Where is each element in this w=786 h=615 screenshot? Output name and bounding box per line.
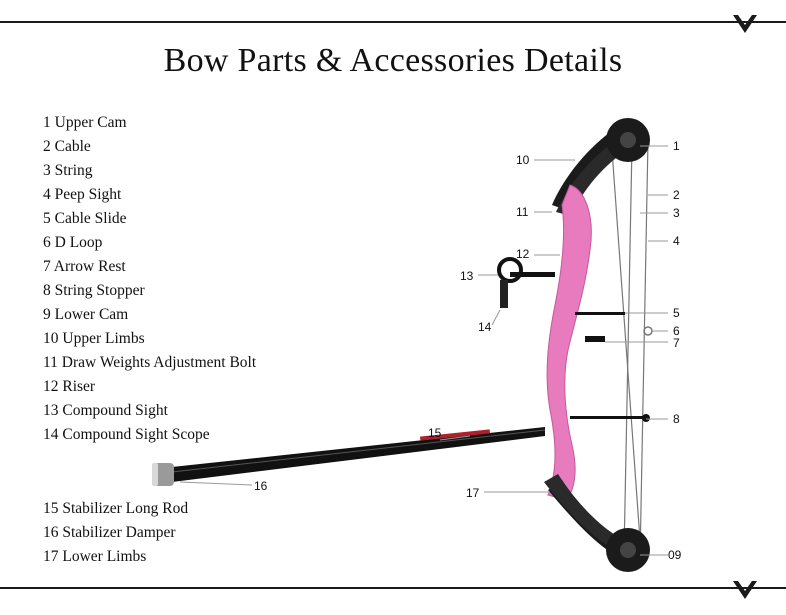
lower-cam (606, 528, 650, 572)
bottom-divider (0, 587, 786, 589)
callout-5: 5 (673, 306, 680, 320)
callout-14: 14 (478, 320, 492, 334)
list-item: 1 Upper Cam (43, 114, 127, 131)
list-item: 13 Compound Sight (43, 402, 168, 419)
list-item: 14 Compound Sight Scope (43, 426, 210, 443)
stabilizer-long-rod (171, 427, 546, 482)
chevron-down-icon (733, 581, 757, 599)
bow-strings (611, 139, 649, 561)
list-item: 4 Peep Sight (43, 186, 122, 203)
list-item: 16 Stabilizer Damper (43, 524, 176, 541)
list-item: 6 D Loop (43, 234, 103, 251)
callout-lines (179, 145, 668, 556)
lower-limbs (544, 474, 622, 555)
list-item: 5 Cable Slide (43, 210, 127, 227)
callout-1: 1 (673, 139, 680, 153)
list-item: 8 String Stopper (43, 282, 145, 299)
upper-cam (606, 118, 650, 162)
callout-7: 7 (673, 336, 680, 350)
d-loop (643, 326, 653, 336)
callout-4: 4 (673, 234, 680, 248)
stabilizer-damper (152, 463, 174, 486)
list-item: 7 Arrow Rest (43, 258, 126, 275)
arrow-rest (585, 336, 605, 342)
callout-3: 3 (673, 206, 680, 220)
riser (546, 184, 592, 501)
callout-12: 12 (516, 247, 530, 261)
callout-15: 15 (428, 426, 442, 440)
callout-10: 10 (516, 153, 530, 167)
list-item: 2 Cable (43, 138, 91, 155)
callout-6: 6 (673, 324, 680, 338)
compound-sight (497, 257, 555, 308)
callout-9: 09 (668, 548, 682, 562)
cable-slide (575, 312, 625, 315)
top-divider (0, 21, 786, 23)
list-item: 11 Draw Weights Adjustment Bolt (43, 354, 257, 371)
callout-13: 13 (460, 269, 474, 283)
callout-16: 16 (254, 479, 268, 493)
chevron-down-icon (733, 15, 757, 33)
callout-2: 2 (673, 188, 680, 202)
callout-17: 17 (466, 486, 480, 500)
callout-11: 11 (516, 205, 529, 219)
list-item: 17 Lower Limbs (43, 548, 147, 565)
string-stopper (570, 416, 646, 419)
list-item: 9 Lower Cam (43, 306, 129, 323)
list-item: 10 Upper Limbs (43, 330, 145, 347)
callout-8: 8 (673, 412, 680, 426)
list-item: 12 Riser (43, 378, 96, 395)
list-item: 15 Stabilizer Long Rod (43, 500, 189, 517)
page-title: Bow Parts & Accessories Details (163, 42, 623, 79)
list-item: 3 String (43, 162, 93, 179)
